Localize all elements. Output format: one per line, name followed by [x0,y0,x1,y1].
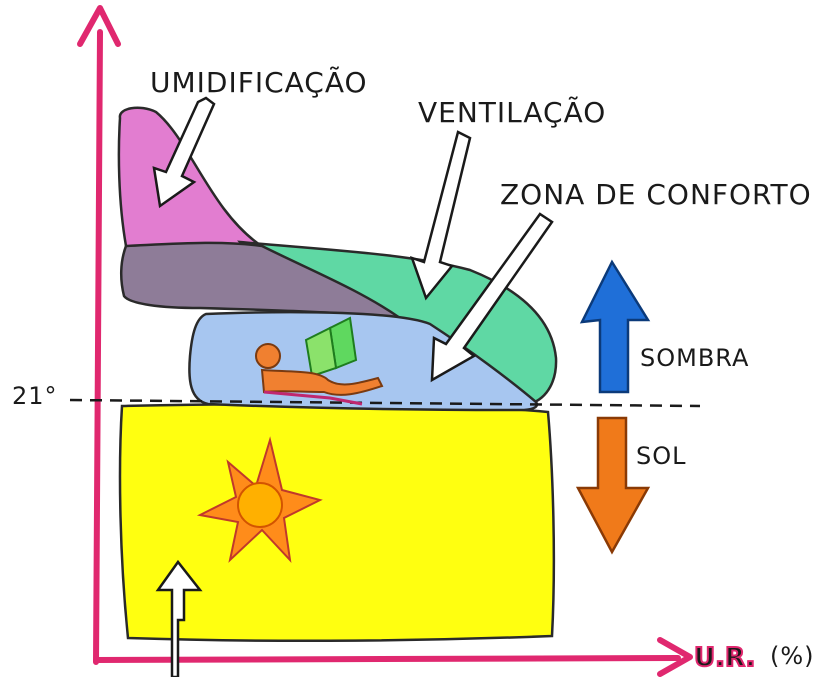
threshold-21-dashed-line [69,398,701,408]
label-ventilacao: VENTILAÇÃO [418,96,606,129]
ventilacao-pointer-arrow-icon [409,130,472,301]
x-axis-unit: (%) [770,642,815,670]
sombra-arrow-icon [579,259,651,394]
x-axis [93,637,693,677]
sol-arrow-icon [575,416,651,555]
reading-person-icon [255,316,384,406]
label-umidificacao: UMIDIFICAÇÃO [150,66,368,99]
label-21-degrees: 21° [12,382,58,410]
sun-icon [196,436,323,564]
label-sol: SOL [636,442,687,470]
zona-conforto-pointer-arrow-icon [430,212,554,383]
x-axis-label: U.R. [694,643,755,673]
sol-pointer-arrow-icon [155,559,203,677]
label-sombra: SOMBRA [640,344,749,372]
umidificacao-pointer-arrow-icon [152,96,216,209]
y-axis [77,5,121,665]
label-zona-de-conforto: ZONA DE CONFORTO [500,178,812,211]
